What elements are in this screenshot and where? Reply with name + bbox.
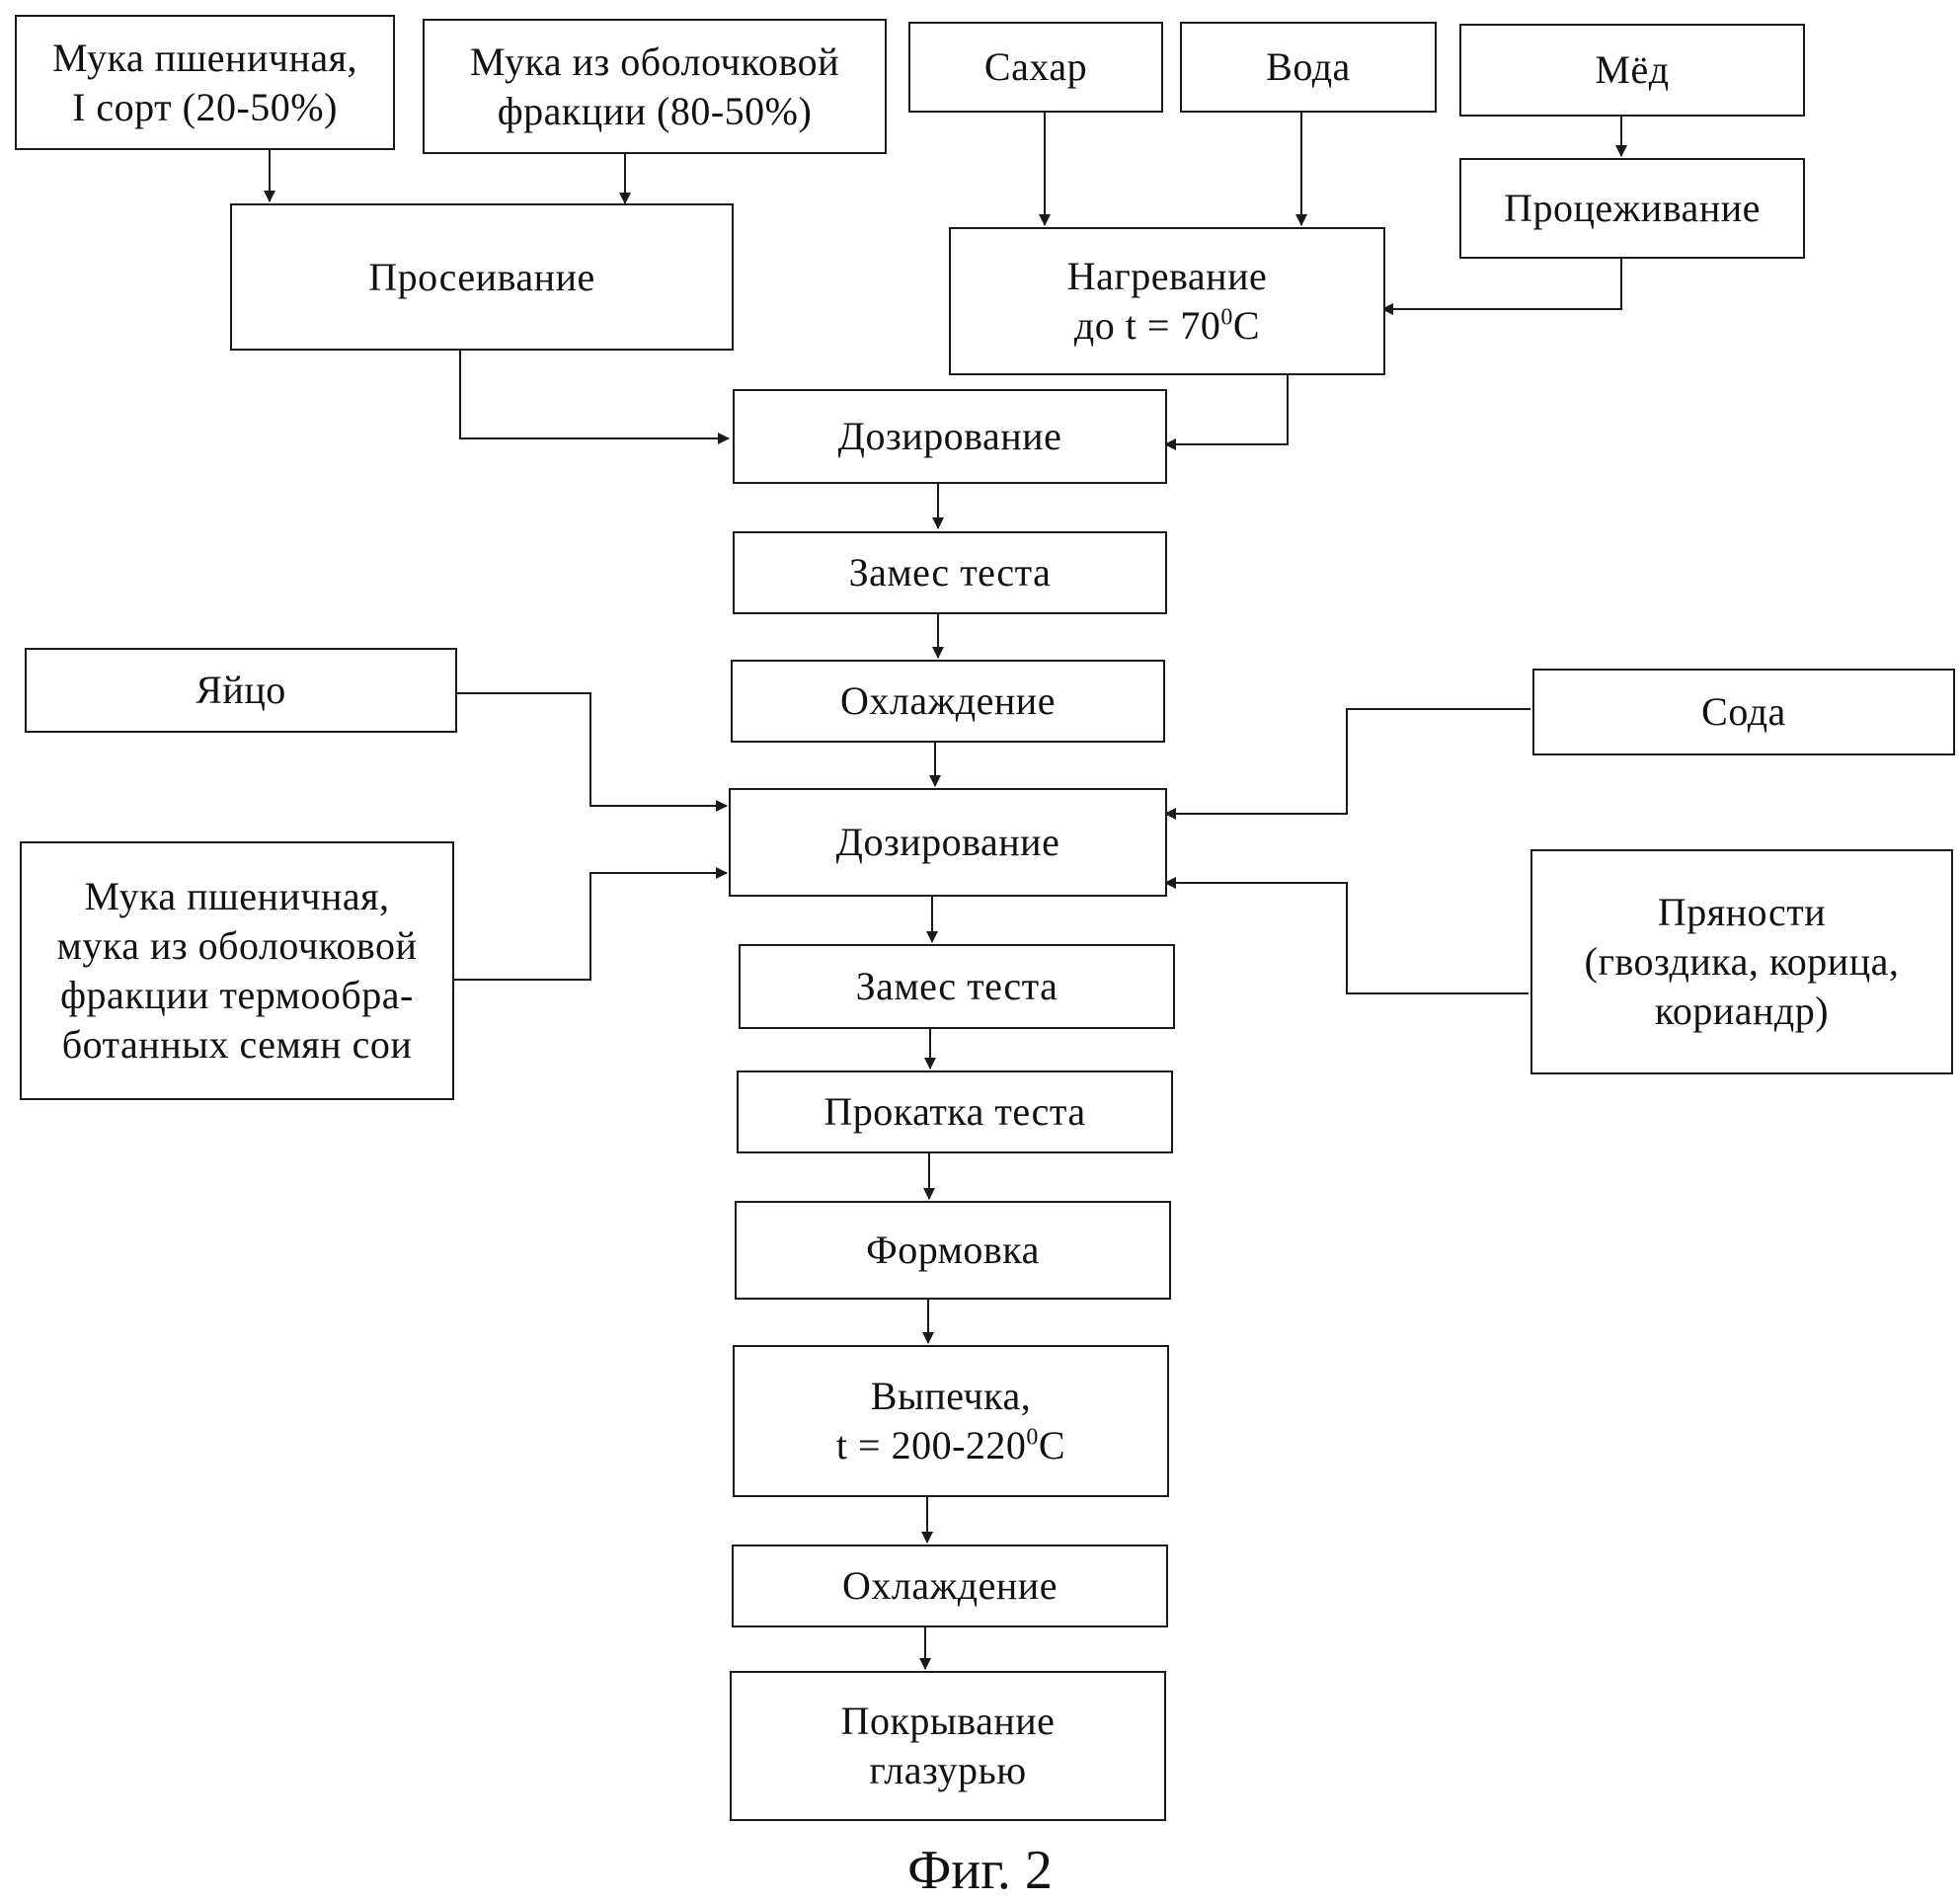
dosing-2-box: Дозирование xyxy=(729,788,1167,897)
heating-line-1: Нагревание xyxy=(1066,254,1268,298)
cooling-2-label: Охлаждение xyxy=(842,1563,1058,1608)
honey-box: Мёд xyxy=(1459,24,1805,117)
baking-unit: C xyxy=(1038,1423,1066,1467)
heating-line-2: до t = 700C xyxy=(1074,301,1260,351)
arrow-spices-to-dosing2 xyxy=(1164,877,1529,994)
spices-box: Пряности (гвоздика, корица, кориандр) xyxy=(1530,849,1953,1074)
figure-caption: Фиг. 2 xyxy=(907,1840,1053,1901)
baking-temp: t = 200-220 xyxy=(835,1423,1027,1467)
arrow-heating-to-dosing1 xyxy=(1164,375,1289,450)
cooling-1-label: Охлаждение xyxy=(840,678,1056,723)
arrow-flourmix-to-dosing2 xyxy=(454,867,728,981)
baking-line-1: Выпечка, xyxy=(870,1374,1032,1418)
sugar-box: Сахар xyxy=(908,22,1163,113)
heating-box: Нагревание до t = 700C xyxy=(949,227,1385,375)
dosing-1-label: Дозирование xyxy=(837,414,1062,458)
spices-line-3: кориандр) xyxy=(1654,989,1830,1033)
flour-mix-box: Мука пшеничная, мука из оболочковой фрак… xyxy=(20,841,454,1100)
wheat-flour-line-2: I сорт (20-50%) xyxy=(72,84,338,129)
baking-degree: 0 xyxy=(1026,1424,1039,1451)
spices-line-1: Пряности xyxy=(1657,890,1827,934)
kneading-1-box: Замес теста xyxy=(733,531,1167,614)
flour-mix-line-3: фракции термообра- xyxy=(60,973,414,1017)
baking-box: Выпечка, t = 200-2200C xyxy=(733,1345,1169,1497)
glazing-line-1: Покрывание xyxy=(840,1699,1056,1743)
sifting-box: Просеивание xyxy=(230,203,734,351)
flour-mix-line-2: мука из оболочковой xyxy=(56,923,418,968)
kneading-2-label: Замес теста xyxy=(855,964,1058,1008)
shell-flour-line-1: Мука из оболочковой xyxy=(469,39,840,84)
water-label: Вода xyxy=(1266,44,1351,89)
egg-box: Яйцо xyxy=(25,648,457,733)
rolling-label: Прокатка теста xyxy=(823,1089,1086,1134)
heating-degree: 0 xyxy=(1220,304,1233,331)
heating-temp: до t = 70 xyxy=(1073,303,1221,348)
straining-box: Процеживание xyxy=(1459,158,1805,259)
arrow-sifting-to-dosing1 xyxy=(459,351,730,444)
baking-line-2: t = 200-2200C xyxy=(836,1421,1065,1470)
sugar-label: Сахар xyxy=(983,44,1088,89)
soda-label: Сода xyxy=(1701,689,1786,734)
flour-mix-line-4: ботанных семян сои xyxy=(61,1022,413,1067)
wheat-flour-line-1: Мука пшеничная, xyxy=(51,35,358,80)
shell-flour-line-2: фракции (80-50%) xyxy=(497,88,813,133)
kneading-1-label: Замес теста xyxy=(848,550,1052,594)
water-box: Вода xyxy=(1180,22,1437,113)
forming-label: Формовка xyxy=(866,1228,1040,1272)
shell-flour-box: Мука из оболочковой фракции (80-50%) xyxy=(423,19,887,154)
sifting-label: Просеивание xyxy=(368,254,595,299)
honey-label: Мёд xyxy=(1595,47,1670,92)
spices-line-2: (гвоздика, корица, xyxy=(1584,939,1900,984)
arrow-egg-to-dosing2 xyxy=(457,692,728,812)
forming-box: Формовка xyxy=(735,1201,1171,1300)
glazing-box: Покрывание глазурью xyxy=(730,1671,1166,1821)
dosing-2-label: Дозирование xyxy=(835,820,1060,864)
wheat-flour-box: Мука пшеничная, I сорт (20-50%) xyxy=(15,15,395,150)
cooling-1-box: Охлаждение xyxy=(731,660,1165,743)
rolling-box: Прокатка теста xyxy=(737,1070,1173,1153)
arrow-straining-to-heating xyxy=(1381,259,1622,315)
soda-box: Сода xyxy=(1532,669,1955,755)
cooling-2-box: Охлаждение xyxy=(732,1545,1168,1627)
straining-label: Процеживание xyxy=(1504,186,1761,230)
glazing-line-2: глазурью xyxy=(869,1748,1027,1792)
dosing-1-box: Дозирование xyxy=(733,389,1167,484)
egg-label: Яйцо xyxy=(196,668,286,712)
heating-unit: C xyxy=(1232,303,1261,348)
flour-mix-line-1: Мука пшеничная, xyxy=(84,874,390,918)
arrow-soda-to-dosing2 xyxy=(1164,708,1530,820)
kneading-2-box: Замес теста xyxy=(739,944,1175,1029)
